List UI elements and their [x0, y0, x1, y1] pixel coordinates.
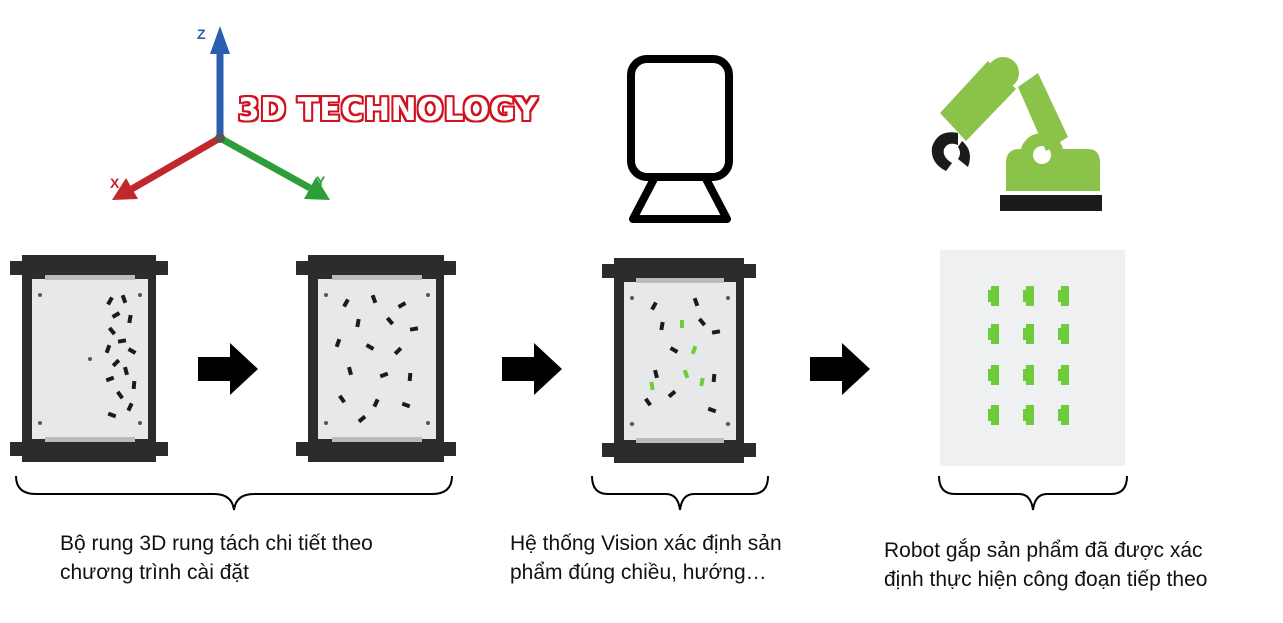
caption-vision: Hệ thống Vision xác định sản phẩm đúng c… — [510, 529, 782, 587]
caption-robot-line2: định thực hiện công đoạn tiếp theo — [884, 568, 1208, 591]
caption-robot: Robot gắp sản phẩm đã được xác định thực… — [884, 536, 1207, 594]
caption-vision-line1: Hệ thống Vision xác định sản — [510, 532, 782, 555]
brace-robot — [938, 475, 1128, 511]
tech-logo-text: 3D TECHNOLOGY — [238, 92, 539, 128]
axis-x-label: X — [110, 175, 120, 191]
axis-y-label: Y — [316, 173, 326, 189]
brace-feeder — [15, 475, 453, 511]
right-arrow-icon — [198, 343, 258, 395]
right-arrow-icon — [810, 343, 870, 395]
caption-robot-line1: Robot gắp sản phẩm đã được xác — [884, 539, 1203, 562]
caption-feeder-line2: chương trình cài đặt — [60, 561, 249, 584]
right-arrow-icon — [502, 343, 562, 395]
vibration-feeder-2 — [296, 255, 456, 462]
camera-monitor-icon — [627, 55, 733, 223]
caption-vision-line2: phẩm đúng chiều, hướng… — [510, 561, 767, 584]
axes-3d-icon: Z X Y — [110, 26, 330, 200]
brace-vision — [591, 475, 769, 511]
robot-arm-icon — [931, 57, 1102, 211]
vibration-feeder-vision — [602, 258, 756, 463]
vibration-feeder-1 — [10, 255, 168, 462]
caption-feeder: Bộ rung 3D rung tách chi tiết theo chươn… — [60, 529, 373, 587]
sorted-parts-tray — [940, 250, 1125, 466]
caption-feeder-line1: Bộ rung 3D rung tách chi tiết theo — [60, 532, 373, 555]
axis-z-label: Z — [197, 26, 206, 42]
